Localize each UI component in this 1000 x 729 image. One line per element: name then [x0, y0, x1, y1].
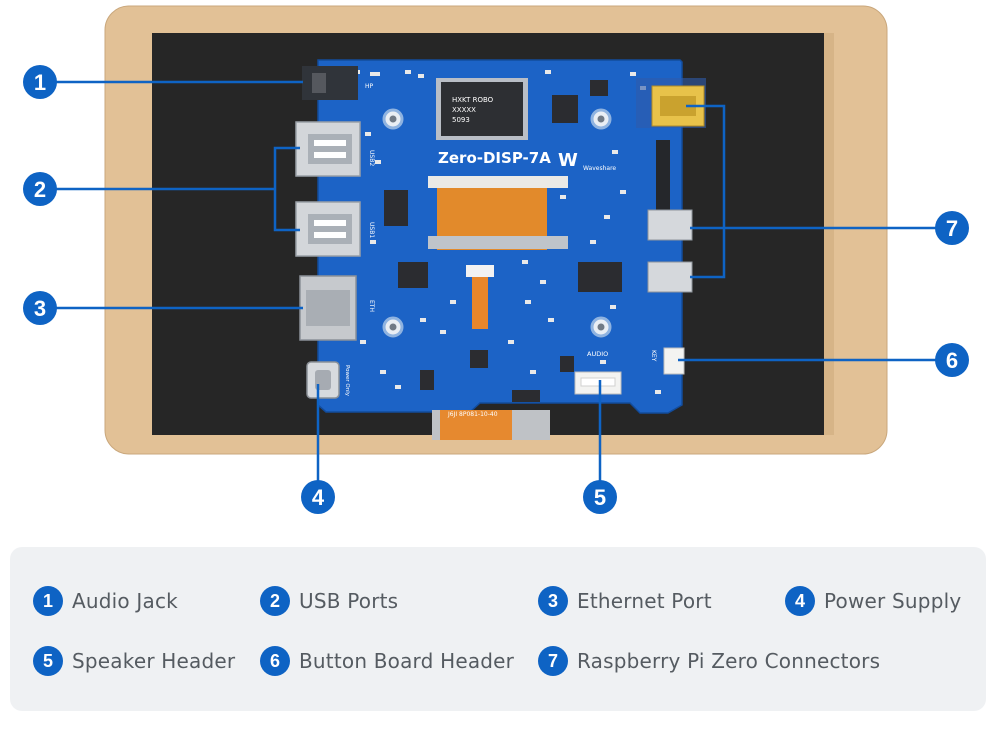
legend-label: Ethernet Port [577, 589, 712, 613]
product-diagram: HXKT ROBO XXXXX 5093 Zero-DISP-7A W Wave… [23, 5, 969, 514]
chip-text-2: XXXXX [452, 106, 476, 114]
chip-text-1: HXKT ROBO [452, 96, 494, 104]
svg-text:5: 5 [594, 485, 606, 510]
waveshare-logo: W [558, 150, 578, 171]
callout-3: 3 [23, 291, 57, 325]
legend-number: 2 [260, 586, 290, 616]
legend-item-button-board-header: 6 Button Board Header [260, 645, 514, 677]
usb-port-2 [295, 121, 361, 177]
usb-port-1 [295, 201, 361, 257]
usb1-label: USB1 [368, 222, 375, 238]
svg-text:6: 6 [946, 348, 958, 373]
audio-label: AUDIO [587, 350, 608, 358]
legend-item-speaker-header: 5 Speaker Header [33, 645, 235, 677]
board-title: Zero-DISP-7A [438, 149, 551, 167]
legend-number: 6 [260, 646, 290, 676]
svg-text:4: 4 [312, 485, 325, 510]
power-usb-c-port [306, 361, 340, 399]
callout-5: 5 [583, 480, 617, 514]
pi-zero-usb-connector-1 [647, 209, 693, 241]
pi-zero-usb-connector-2 [647, 261, 693, 293]
legend-label: Button Board Header [299, 649, 515, 673]
legend-label: USB Ports [299, 589, 399, 613]
power-only-label: Power Only [344, 365, 350, 397]
main-chip [441, 82, 523, 136]
legend-number: 1 [33, 586, 63, 616]
legend-label: Audio Jack [72, 589, 178, 613]
legend-item-usb-ports: 2 USB Ports [260, 585, 398, 617]
callout-1: 1 [23, 65, 57, 99]
legend-item-audio-jack: 1 Audio Jack [33, 585, 178, 617]
callout-2: 2 [23, 172, 57, 206]
bottom-ribbon-cable [440, 410, 512, 440]
audio-jack [302, 66, 358, 100]
legend-item-power-supply: 4 Power Supply [785, 585, 961, 617]
callout-4: 4 [301, 480, 335, 514]
callout-6: 6 [935, 343, 969, 377]
callout-7: 7 [935, 211, 969, 245]
legend-number: 4 [785, 586, 815, 616]
legend-number: 7 [538, 646, 568, 676]
legend-label: Raspberry Pi Zero Connectors [577, 649, 881, 673]
legend-item-ethernet-port: 3 Ethernet Port [538, 585, 712, 617]
svg-text:1: 1 [34, 70, 46, 95]
pcb-board: HXKT ROBO XXXXX 5093 Zero-DISP-7A W Wave… [295, 59, 706, 414]
legend-label: Speaker Header [72, 649, 236, 673]
hp-label: HP [365, 83, 374, 90]
svg-text:7: 7 [946, 216, 958, 241]
fpc-label: J6JI 8P081-10-40 [447, 411, 498, 418]
svg-text:2: 2 [34, 177, 46, 202]
eth-label: ETH [368, 300, 375, 312]
legend-number: 3 [538, 586, 568, 616]
legend-panel: 1 Audio Jack 2 USB Ports 3 Ethernet Port… [10, 547, 986, 711]
legend-number: 5 [33, 646, 63, 676]
brand-label: Waveshare [583, 165, 616, 172]
usb2-label: USB2 [368, 150, 375, 166]
legend-item-raspberry-pi-zero-connectors: 7 Raspberry Pi Zero Connectors [538, 645, 880, 677]
key-label: KEY [650, 350, 657, 362]
chip-text-3: 5093 [452, 116, 470, 124]
svg-text:3: 3 [34, 296, 46, 321]
legend-label: Power Supply [824, 589, 962, 613]
callout-leader-lines [56, 80, 937, 482]
ethernet-port [299, 275, 357, 341]
